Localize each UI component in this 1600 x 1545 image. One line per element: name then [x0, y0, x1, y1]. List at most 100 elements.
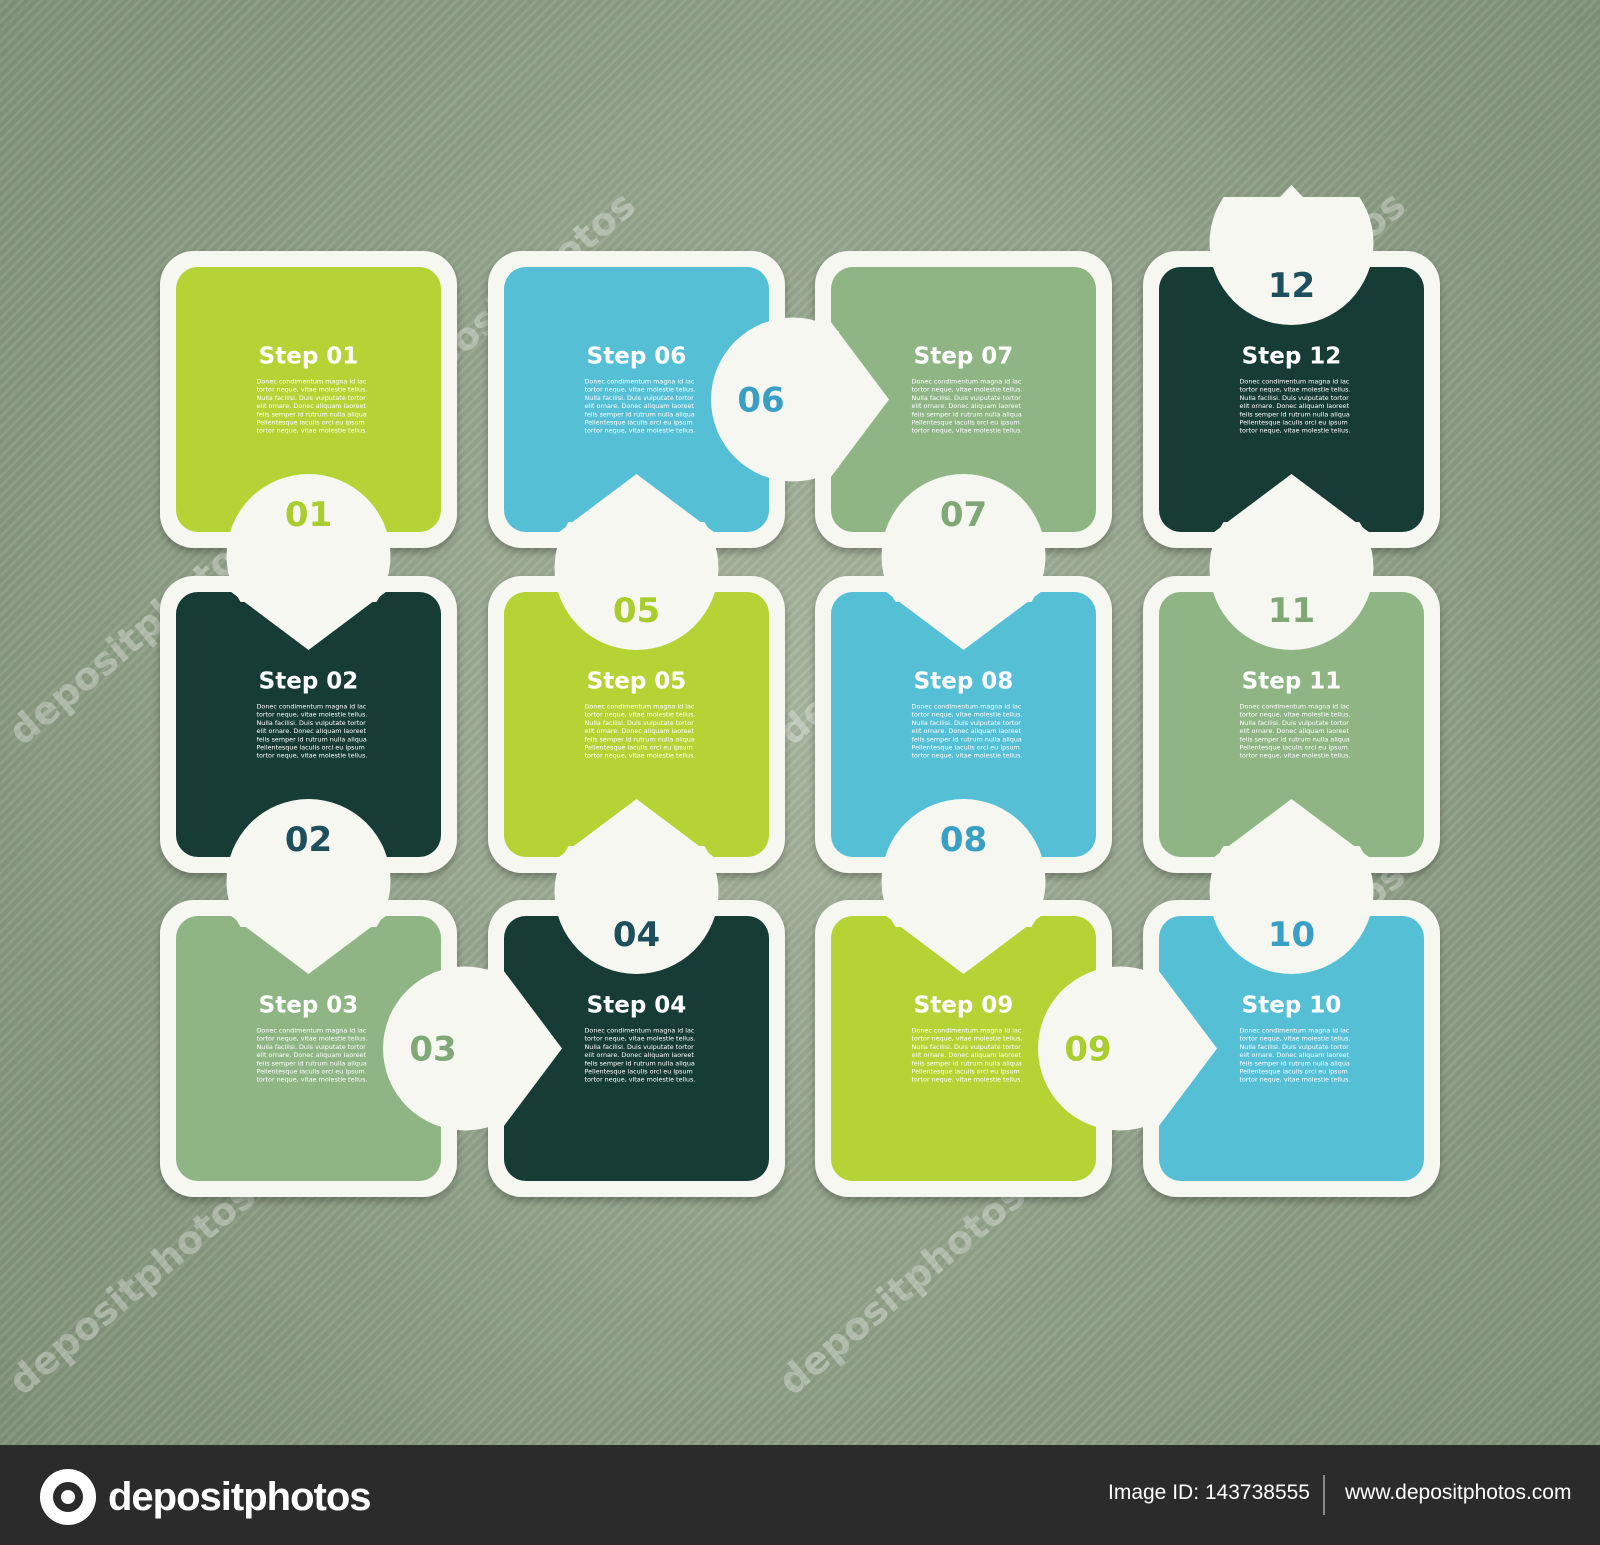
body-text-line: elit ornare. Donec aliquam laoreet — [257, 1051, 367, 1059]
step-02-notch — [228, 590, 389, 650]
step-02-badge: 02 — [226, 799, 391, 939]
body-text-line: tortor neque, vitae molestie tellus. — [585, 752, 696, 760]
step-06-tile[interactable] — [504, 267, 769, 532]
body-text-line: elit ornare. Donec aliquam laoreet — [257, 727, 367, 735]
body-text-line: Donec condimentum magna id lac — [912, 703, 1022, 711]
body-text-line: tortor neque, vitae molestie tellus. — [1240, 1035, 1351, 1043]
step-11-notch — [1211, 799, 1372, 859]
badge-circle — [554, 846, 719, 974]
body-text-line: felis semper id rutrum nulla aliqua — [585, 735, 695, 743]
step-04-tile[interactable] — [504, 916, 769, 1181]
step-12-tile[interactable] — [1159, 267, 1424, 532]
step-10-notch — [1157, 968, 1217, 1129]
step-05-title: Step 05 — [587, 669, 687, 695]
step-09-tile[interactable] — [831, 916, 1096, 1181]
step-03-tile[interactable] — [176, 916, 441, 1181]
body-text-line: tortor neque, vitae molestie tellus. — [257, 1035, 368, 1043]
arrow-pointer-icon — [923, 572, 1004, 614]
step-07-notch — [829, 319, 889, 480]
arrow-pointer-icon — [268, 897, 349, 939]
arrow-pointer-icon — [596, 834, 677, 876]
step-08-body: Donec condimentum magna id lac tortor neq… — [912, 703, 1023, 760]
brand-logo[interactable]: depositphotos — [40, 1469, 372, 1525]
image-id-label: Image ID: 143738555 — [1108, 1481, 1310, 1504]
body-text-line: tortor neque, vitae molestie tellus. — [912, 1076, 1023, 1084]
step-05-notch — [556, 799, 717, 859]
step-09-badge: 09 — [1038, 966, 1178, 1131]
badge-circle — [1209, 846, 1374, 974]
arrow-pointer-icon — [1251, 510, 1332, 552]
body-text-line: Pellentesque iaculis orci eu ipsum — [585, 419, 693, 427]
body-text-line: Donec condimentum magna id lac — [585, 703, 695, 711]
body-text-line: Nulla facilisi. Duis vulputate tortor — [257, 394, 367, 402]
arrow-pointer-icon — [809, 359, 851, 440]
body-text-line: Pellentesque iaculis orci eu ipsum — [912, 1068, 1020, 1076]
body-text-line: felis semper id rutrum nulla aliqua — [912, 410, 1022, 418]
step-06-title: Step 06 — [587, 344, 687, 370]
arrow-pointer-icon — [596, 510, 677, 552]
step-10-badge: 10 — [1209, 834, 1374, 974]
body-text-line: Nulla facilisi. Duis vulputate tortor — [585, 719, 695, 727]
step-02-title: Step 02 — [259, 669, 359, 695]
body-text-line: Nulla facilisi. Duis vulputate tortor — [1240, 394, 1350, 402]
step-01-tile[interactable] — [176, 267, 441, 532]
body-text-line: elit ornare. Donec aliquam laoreet — [585, 1051, 695, 1059]
step-10-tile[interactable] — [1159, 916, 1424, 1181]
body-text-line: tortor neque, vitae molestie tellus. — [585, 427, 696, 435]
body-text-line: tortor neque, vitae molestie tellus. — [912, 427, 1023, 435]
step-03-number: 03 — [409, 1030, 456, 1070]
body-text-line: elit ornare. Donec aliquam laoreet — [912, 402, 1022, 410]
step-07-tile[interactable] — [831, 267, 1096, 532]
body-text-line: Donec condimentum magna id lac — [1240, 1027, 1350, 1035]
body-text-line: felis semper id rutrum nulla aliqua — [257, 410, 367, 418]
step-08-number: 08 — [940, 820, 987, 860]
body-text-line: tortor neque, vitae molestie tellus. — [585, 1076, 696, 1084]
body-text-line: Donec condimentum magna id lac — [585, 1027, 695, 1035]
arrow-pointer-icon — [1251, 185, 1332, 227]
body-text-line: felis semper id rutrum nulla aliqua — [585, 410, 695, 418]
body-text-line: elit ornare. Donec aliquam laoreet — [1240, 727, 1350, 735]
body-text-line: Nulla facilisi. Duis vulputate tortor — [1240, 719, 1350, 727]
body-text-line: tortor neque, vitae molestie tellus. — [257, 1076, 368, 1084]
arrow-pointer-icon — [481, 1008, 523, 1089]
step-01-title: Step 01 — [259, 344, 359, 370]
badge-circle — [554, 522, 719, 650]
badge-circle — [711, 317, 839, 482]
body-text-line: tortor neque, vitae molestie tellus. — [585, 711, 696, 719]
site-url-link[interactable]: www.depositphotos.com — [1345, 1481, 1572, 1504]
body-text-line: elit ornare. Donec aliquam laoreet — [585, 727, 695, 735]
step-06-notch — [556, 474, 717, 534]
body-text-line: tortor neque, vitae molestie tellus. — [912, 1035, 1023, 1043]
step-12-notch — [1211, 474, 1372, 534]
body-text-line: Pellentesque iaculis orci eu ipsum — [912, 744, 1020, 752]
step-09-number: 09 — [1064, 1030, 1111, 1070]
body-text-line: Pellentesque iaculis orci eu ipsum — [1240, 419, 1348, 427]
body-text-line: Pellentesque iaculis orci eu ipsum — [257, 744, 365, 752]
step-03-title: Step 03 — [259, 993, 359, 1019]
arrow-pointer-icon — [1136, 1008, 1178, 1089]
body-text-line: tortor neque, vitae molestie tellus. — [1240, 711, 1351, 719]
body-text-line: tortor neque, vitae molestie tellus. — [257, 711, 368, 719]
body-text-line: felis semper id rutrum nulla aliqua — [1240, 410, 1350, 418]
step-11-tile[interactable] — [1159, 592, 1424, 857]
body-text-line: tortor neque, vitae molestie tellus. — [585, 1035, 696, 1043]
body-text-line: Nulla facilisi. Duis vulputate tortor — [585, 394, 695, 402]
step-02-tile[interactable] — [176, 592, 441, 857]
body-text-line: tortor neque, vitae molestie tellus. — [1240, 1076, 1351, 1084]
body-text-line: elit ornare. Donec aliquam laoreet — [1240, 1051, 1350, 1059]
step-04-number: 04 — [613, 915, 660, 955]
body-text-line: Donec condimentum magna id lac — [912, 1027, 1022, 1035]
body-text-line: tortor neque, vitae molestie tellus. — [912, 752, 1023, 760]
body-text-line: tortor neque, vitae molestie tellus. — [257, 386, 368, 394]
badge-circle — [1209, 522, 1374, 650]
step-05-tile[interactable] — [504, 592, 769, 857]
body-text-line: Pellentesque iaculis orci eu ipsum — [585, 744, 693, 752]
step-08-tile[interactable] — [831, 592, 1096, 857]
